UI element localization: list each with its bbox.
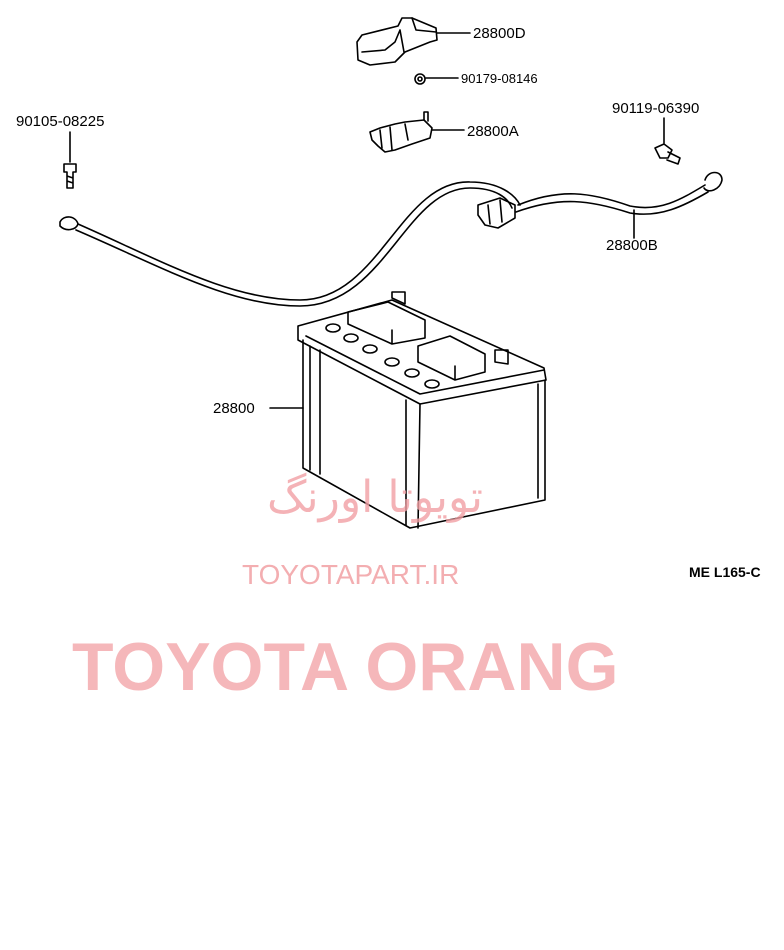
bolt-left (63, 131, 77, 189)
watermark-site: TOYOTAPART.IR (242, 559, 459, 590)
label-28800B: 28800B (606, 237, 658, 254)
battery (269, 291, 547, 529)
watermark-brand: TOYOTA ORANG (72, 629, 619, 705)
diagram-code: ME L165-C (689, 564, 761, 580)
watermark-persian: تویوتا اورنگ (267, 472, 483, 523)
label-90119-06390: 90119-06390 (612, 100, 699, 117)
label-28800: 28800 (213, 400, 255, 417)
label-28800D: 28800D (473, 25, 526, 42)
label-90179-08146: 90179-08146 (461, 71, 538, 86)
bolt-right (654, 117, 681, 165)
battery-cable (59, 171, 723, 307)
nut (414, 73, 459, 85)
battery-terminal-cover (356, 17, 471, 66)
label-28800A: 28800A (467, 123, 519, 140)
label-90105-08225: 90105-08225 (16, 113, 104, 130)
terminal-clamp (369, 111, 465, 153)
